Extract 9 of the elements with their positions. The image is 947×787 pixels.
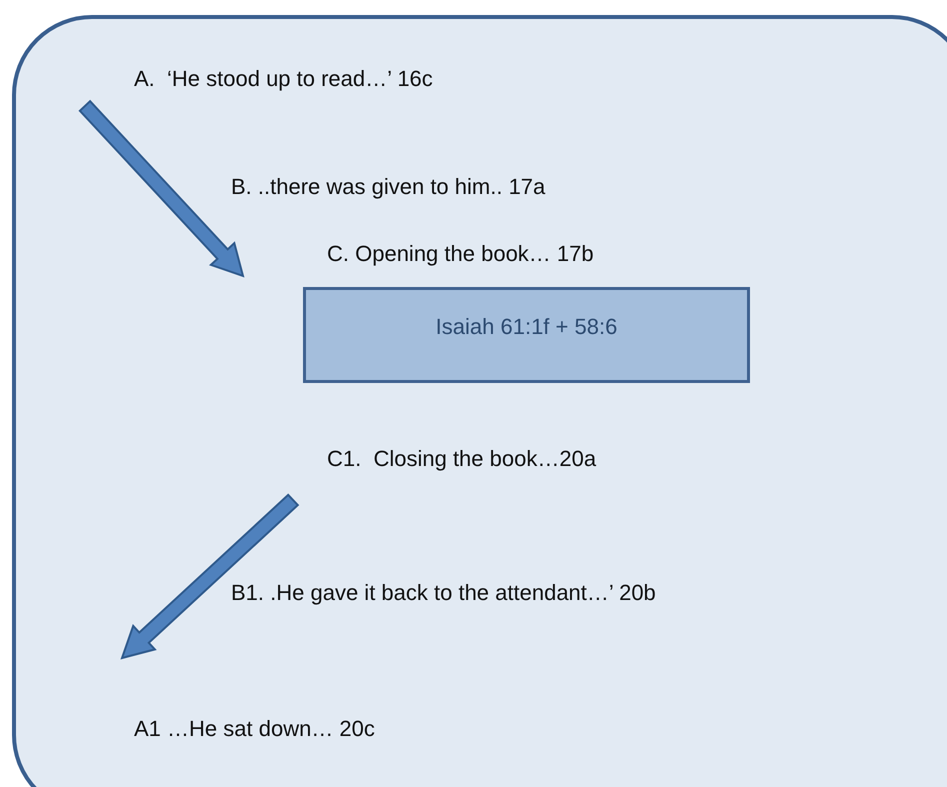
verse-label: C. Opening the book… 17b [327, 241, 594, 267]
verse-label: A. ‘He stood up to read…’ 16c [134, 66, 433, 92]
verse-label: C1. Closing the book…20a [327, 446, 596, 472]
scripture-reference: Isaiah 61:1f + 58:6 [436, 314, 618, 340]
verse-label: A1 …He sat down… 20c [134, 716, 375, 742]
rounded-panel [12, 15, 947, 787]
verse-label: B. ..there was given to him.. 17a [231, 174, 546, 200]
scripture-box [303, 287, 750, 383]
verse-label: B1. .He gave it back to the attendant…’ 20b [231, 580, 656, 606]
